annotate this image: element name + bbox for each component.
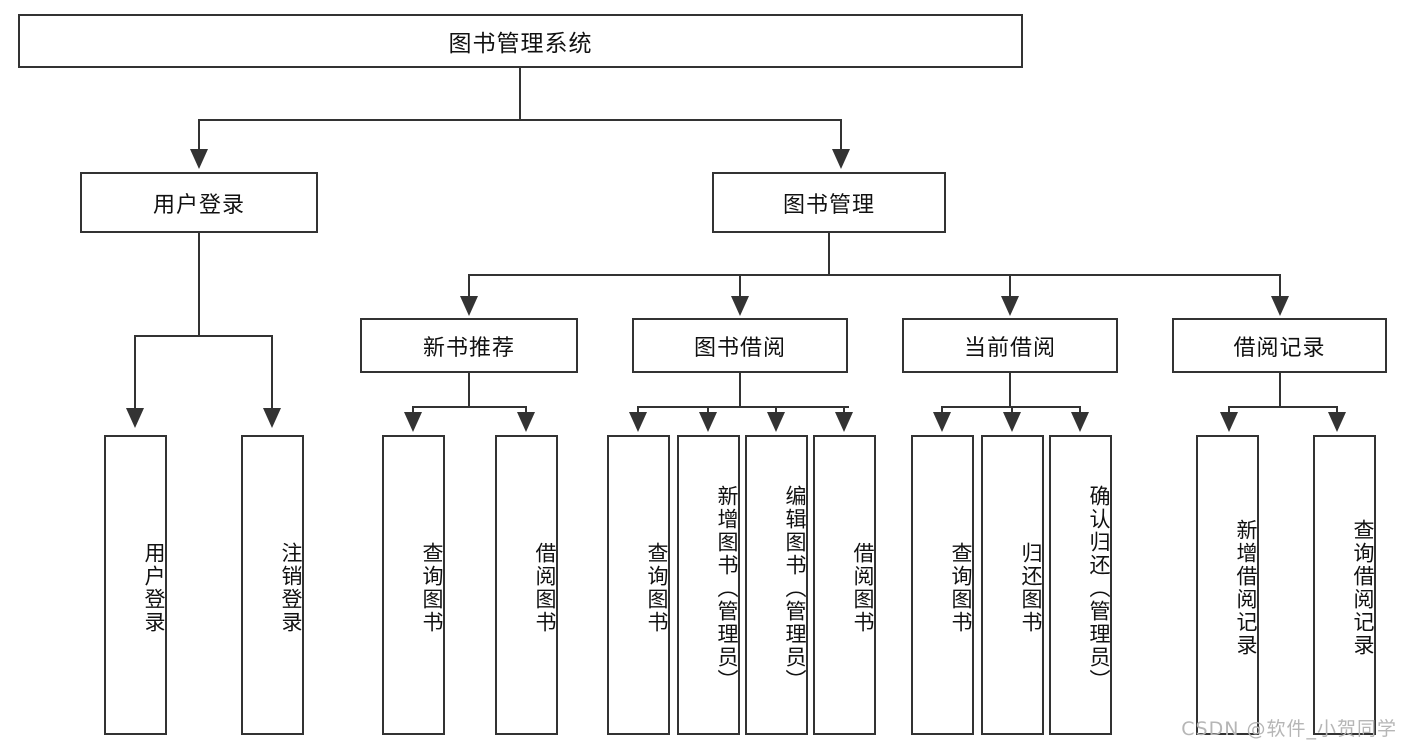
node-label: 查询图书 [420,542,444,634]
arrow-down-icon [1003,412,1021,432]
edge-bb-to-leaf-2 [775,406,777,414]
arrow-down-icon [517,412,535,432]
node-new-book-recommend[interactable]: 新书推荐 [360,318,578,373]
edge-to-leaf-logout [271,335,273,410]
node-current-borrow[interactable]: 当前借阅 [902,318,1118,373]
node-label: 借阅图书 [533,542,557,634]
edge-cb-to-leaf-0 [941,406,943,414]
arrow-down-icon [126,408,144,428]
edge-cb-to-leaf-2 [1079,406,1081,414]
leaf-logout[interactable]: 注销登录 [241,435,304,735]
edge-book-borrow-bar [637,406,849,408]
node-label: 当前借阅 [963,335,1056,361]
edge-current-borrow-stem [1009,373,1011,408]
leaf-query-book-borrow[interactable]: 查询图书 [607,435,670,735]
edge-to-new-book-recommend [468,274,470,298]
node-label: 新书推荐 [422,335,515,361]
arrow-down-icon [1328,412,1346,432]
arrow-down-icon [1220,412,1238,432]
edge-nbr-to-leaf-0 [412,406,414,414]
arrow-down-icon [933,412,951,432]
node-label: 注销登录 [279,542,303,634]
node-label: 用户登录 [142,542,166,634]
edge-book-management-stem [828,233,830,275]
edge-root-to-user-login [198,119,200,151]
arrow-down-icon [404,412,422,432]
watermark: CSDN @软件_小贺同学 [1181,718,1397,740]
edge-cb-to-leaf-1 [1011,406,1013,414]
edge-br-to-leaf-0 [1228,406,1230,414]
leaf-confirm-return-admin[interactable]: 确认归还（管理员） [1049,435,1112,735]
leaf-query-book-current[interactable]: 查询图书 [911,435,974,735]
edge-nbr-to-leaf-1 [525,406,527,414]
edge-to-book-borrow [739,274,741,298]
node-label: 图书借阅 [693,335,786,361]
node-label: 借阅记录 [1233,335,1326,361]
edge-root-stem [519,68,521,120]
leaf-borrow-book[interactable]: 借阅图书 [813,435,876,735]
edge-user-login-bar [134,335,271,337]
edge-to-current-borrow [1009,274,1011,298]
leaf-return-book[interactable]: 归还图书 [981,435,1044,735]
node-label: 图书管理 [782,192,875,218]
arrow-down-icon [832,149,850,169]
node-label: 新增图书（管理员） [715,484,739,692]
leaf-query-book-recommend[interactable]: 查询图书 [382,435,445,735]
arrow-down-icon [1271,296,1289,316]
leaf-user-login[interactable]: 用户登录 [104,435,167,735]
edge-bb-to-leaf-3 [843,406,845,414]
node-book-management[interactable]: 图书管理 [712,172,946,233]
edge-root-bar [198,119,841,121]
arrow-down-icon [731,296,749,316]
arrow-down-icon [263,408,281,428]
edge-new-book-recommend-bar [412,406,525,408]
node-user-login[interactable]: 用户登录 [80,172,318,233]
edge-book-management-bar [468,274,1280,276]
node-label: 用户登录 [152,192,245,218]
edge-to-borrow-record [1279,274,1281,298]
arrow-down-icon [1071,412,1089,432]
edge-bb-to-leaf-0 [637,406,639,414]
node-root-book-management-system[interactable]: 图书管理系统 [18,14,1023,68]
node-label: 查询图书 [949,542,973,634]
node-label: 查询图书 [645,542,669,634]
leaf-add-borrow-record[interactable]: 新增借阅记录 [1196,435,1259,735]
edge-borrow-record-bar [1228,406,1336,408]
arrow-down-icon [629,412,647,432]
edge-user-login-stem [198,233,200,336]
arrow-down-icon [190,149,208,169]
edge-br-to-leaf-1 [1336,406,1338,414]
node-label: 编辑图书（管理员） [783,484,807,692]
arrow-down-icon [1001,296,1019,316]
arrow-down-icon [835,412,853,432]
node-label: 图书管理系统 [448,31,593,57]
edge-borrow-record-stem [1279,373,1281,408]
edge-book-borrow-stem [739,373,741,408]
node-book-borrow[interactable]: 图书借阅 [632,318,848,373]
node-label: 归还图书 [1019,542,1043,634]
edge-new-book-recommend-stem [468,373,470,408]
node-borrow-record[interactable]: 借阅记录 [1172,318,1387,373]
edge-to-leaf-user-login [134,335,136,410]
node-label: 新增借阅记录 [1234,519,1258,657]
leaf-add-book-admin[interactable]: 新增图书（管理员） [677,435,740,735]
leaf-query-borrow-record[interactable]: 查询借阅记录 [1313,435,1376,735]
arrow-down-icon [767,412,785,432]
leaf-edit-book-admin[interactable]: 编辑图书（管理员） [745,435,808,735]
arrow-down-icon [699,412,717,432]
node-label: 查询借阅记录 [1351,519,1375,657]
arrow-down-icon [460,296,478,316]
node-label: 借阅图书 [851,542,875,634]
edge-root-to-book-management [840,119,842,151]
leaf-borrow-book-recommend[interactable]: 借阅图书 [495,435,558,735]
edge-bb-to-leaf-1 [707,406,709,414]
node-label: 确认归还（管理员） [1087,484,1111,692]
